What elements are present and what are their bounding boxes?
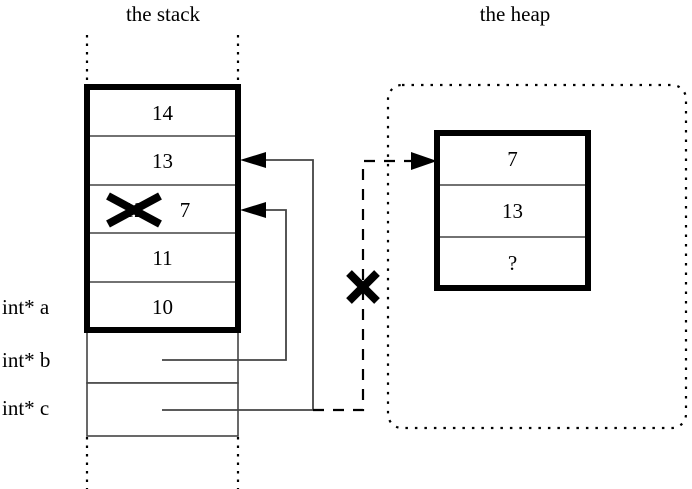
stack-cell-value-2-new: 7 <box>179 198 191 222</box>
heap-block-inner-dividers <box>439 184 586 238</box>
variable-label-b: int* b <box>2 348 51 372</box>
heap-title: the heap <box>479 2 551 26</box>
pointer-c-path <box>162 159 314 411</box>
stack-cell-value-2-struck: 12 <box>123 198 145 222</box>
stack-title: the stack <box>125 2 201 26</box>
cross-over-pointer-icon <box>346 270 380 304</box>
heap-region-outline <box>386 83 688 430</box>
heap-cell-value-1: 13 <box>502 199 523 223</box>
pointer-b-connector <box>162 209 287 361</box>
pointer-c-connector <box>162 159 314 411</box>
heap-dashed-pointer-arrowhead <box>411 152 437 170</box>
stack-guide-lines <box>85 35 240 489</box>
stack-cell-value-0: 14 <box>152 101 173 125</box>
stack-pointer-cells <box>86 329 239 437</box>
heap-dashed-pointer-path <box>313 159 420 412</box>
stack-cell-value-4: 10 <box>152 295 173 319</box>
stack-frame-inner-dividers <box>89 135 236 283</box>
variable-label-c: int* c <box>2 396 50 420</box>
heap-block-outline <box>434 130 591 291</box>
pointer-b-arrowhead <box>240 202 266 218</box>
stack-pointer-cell-b <box>86 329 239 384</box>
stack-frame-outline <box>84 84 241 333</box>
heap-dashed-pointer <box>313 159 420 412</box>
heap-cell-value-0: 7 <box>507 147 518 171</box>
variable-label-a: int* a <box>2 295 50 319</box>
pointer-c-arrowhead <box>240 152 266 168</box>
heap-cell-value-2: ? <box>507 251 518 275</box>
stack-cell-value-1: 13 <box>152 149 173 173</box>
stack-cell-value-3: 11 <box>152 246 173 270</box>
pointer-b-path <box>162 209 287 361</box>
cross-over-value-icon <box>106 192 162 228</box>
